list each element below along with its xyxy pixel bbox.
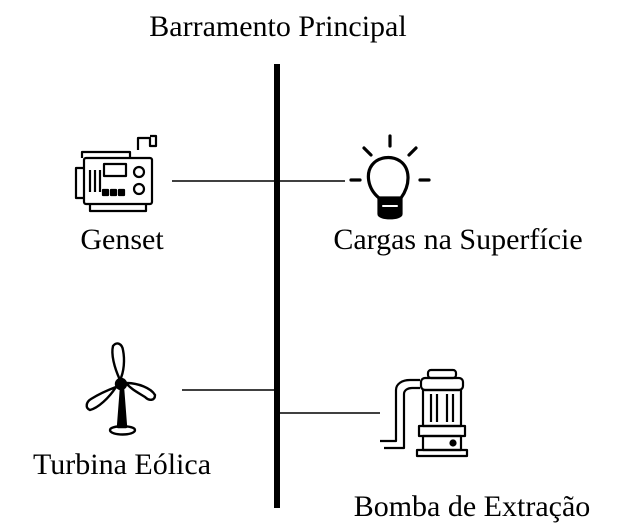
wind-turbine-icon: [85, 342, 157, 436]
surface-loads-label: Cargas na Superfície: [333, 223, 582, 256]
genset-label: Genset: [80, 223, 164, 256]
wind-turbine-label: Turbina Eólica: [33, 448, 211, 481]
bus-title: Barramento Principal: [149, 10, 406, 43]
extraction-pump-label: Bomba de Extração: [354, 490, 591, 523]
light-bulb-icon: [349, 134, 431, 220]
pump-icon: [380, 368, 469, 458]
generator-icon: [74, 134, 158, 213]
